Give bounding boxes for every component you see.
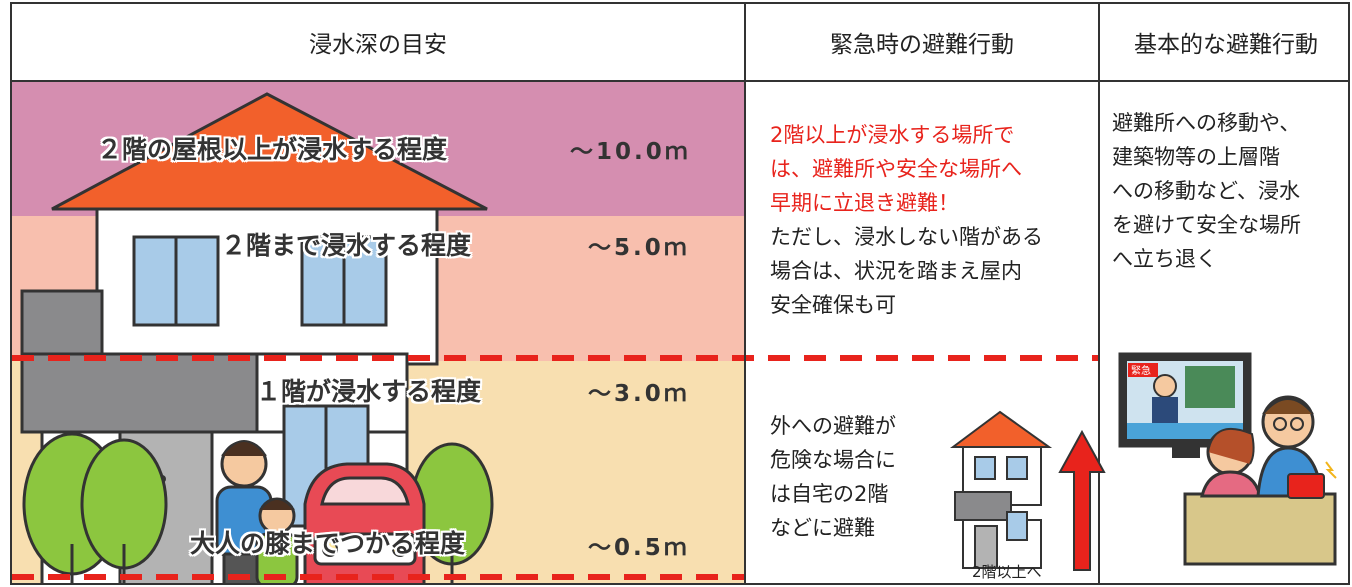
emergency-red-line-2: は、避難所や安全な場所へ	[770, 157, 1022, 181]
basic-line-3: への移動など、浸水	[1112, 179, 1300, 203]
emergency-black-line-1: ただし、浸水しない階がある	[770, 225, 1043, 249]
level-label-knee: 大人の膝までつかる程度	[190, 529, 466, 558]
level-depth-second: ～5.0ｍ	[588, 235, 690, 261]
tv-emergency-badge: 緊急	[1131, 364, 1151, 377]
emergency-black-line-2: 場合は、状況を踏まえ屋内	[770, 259, 1022, 283]
house-illustration	[20, 92, 494, 583]
up-arrow-icon	[1058, 429, 1106, 571]
emergency-red-line-1: 2階以上が浸水する場所で	[770, 123, 1015, 147]
basic-line-2: 建築物等の上層階	[1112, 145, 1280, 169]
header-emergency: 緊急時の避難行動	[746, 4, 1098, 82]
level-depth-first: ～3.0ｍ	[588, 381, 690, 407]
emergency-lower-line-1: 外への避難が	[770, 414, 896, 438]
emergency-black-line-3: 安全確保も可	[770, 293, 896, 317]
emergency-lower-line-3: は自宅の2階	[770, 482, 889, 506]
level-label-roof: ２階の屋根以上が浸水する程度	[97, 135, 448, 164]
emergency-red-line-3: 早期に立退き避難！	[770, 191, 959, 215]
basic-line-1: 避難所への移動や、	[1112, 111, 1301, 135]
level-label-first: １階が浸水する程度	[256, 377, 482, 406]
level-depth-roof: ～10.0ｍ	[570, 139, 691, 165]
level-depth-knee: ～0.5ｍ	[588, 535, 690, 561]
small-house-icon	[949, 410, 1053, 569]
arrow-label: 2階以上へ	[972, 563, 1042, 581]
emergency-lower-line-4: などに避難	[770, 516, 875, 540]
basic-line-4: を避けて安全な場所	[1112, 213, 1301, 237]
flood-guide-table: ２階の屋根以上が浸水する程度 ～10.0ｍ ２階まで浸水する程度 ～5.0ｍ １…	[10, 2, 1350, 585]
divider-2	[1098, 4, 1100, 583]
header-basic: 基本的な避難行動	[1100, 4, 1348, 82]
divider-1	[744, 4, 746, 583]
emergency-lower-line-2: 危険な場合に	[770, 448, 896, 472]
tv-family-illustration: 緊急	[1118, 352, 1337, 566]
basic-line-5: へ立ち退く	[1112, 247, 1217, 271]
header-depth: 浸水深の目安	[12, 4, 744, 82]
level-label-second: ２階まで浸水する程度	[221, 231, 472, 260]
threshold-dashed-lines	[12, 355, 1098, 580]
